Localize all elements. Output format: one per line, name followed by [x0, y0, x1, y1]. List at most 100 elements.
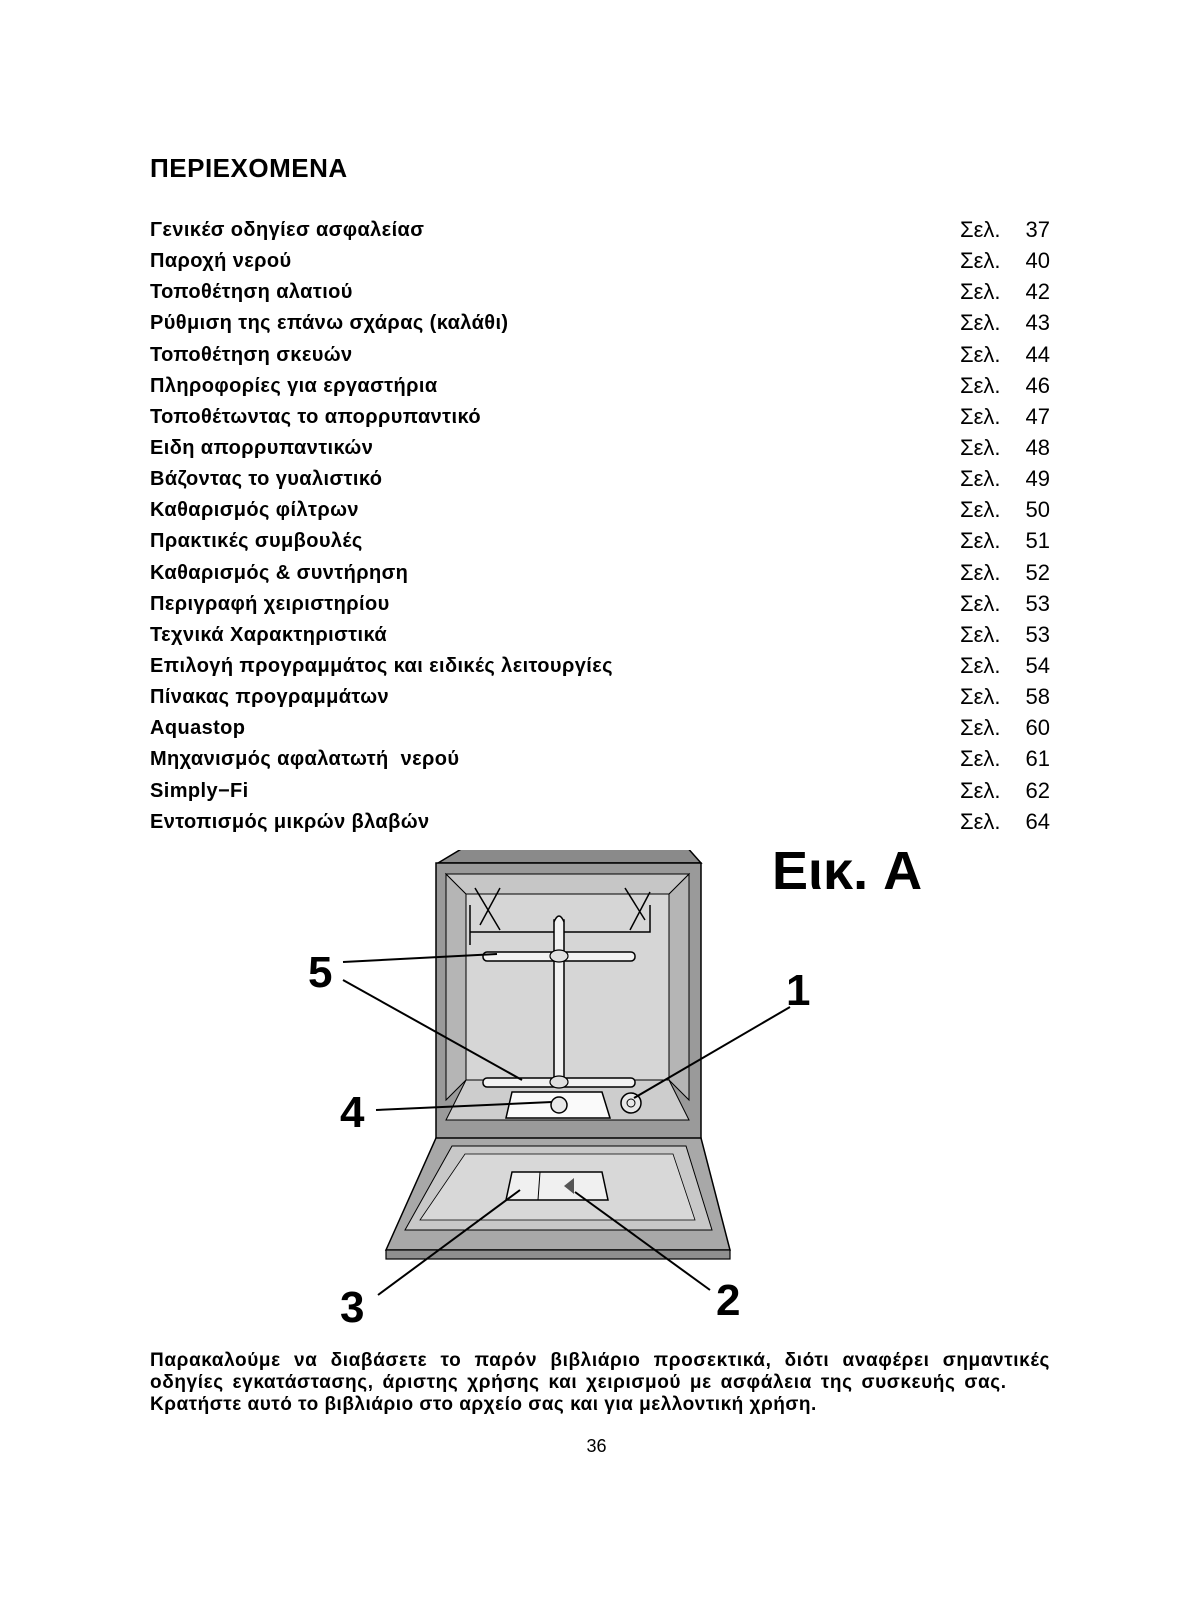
figure-label: Εικ. A: [772, 841, 923, 901]
toc-entry-label: Περιγραφή χειριστηρίου: [150, 592, 390, 615]
toc-entry-page-prefix: Σελ.: [960, 248, 1001, 274]
callout-lines: [342, 953, 791, 1296]
toc-entry-page-number: 54: [1025, 652, 1050, 678]
dispenser-arrow-icon: [564, 1178, 574, 1194]
toc-entry-page-prefix: Σελ.: [960, 497, 1001, 523]
toc-entry-label: Τεχνικά Χαρακτηριστικά: [150, 623, 388, 646]
toc-entry-page-prefix: Σελ.: [960, 746, 1001, 772]
notice-paragraph: Κρατήστε αυτό το βιβλιάριο στο αρχείο σα…: [150, 1394, 817, 1415]
toc-entry: Πρακτικές συμβουλές Σελ. 51: [150, 528, 1050, 559]
toc-entry: Καθαρισμός φίλτρων Σελ. 50: [150, 497, 1050, 528]
upper-rack-rail: [469, 887, 651, 945]
toc-entry-page-number: 51: [1025, 528, 1050, 554]
toc-entry-page-prefix: Σελ.: [960, 777, 1001, 803]
salt-container-cap: [620, 1092, 642, 1114]
page-number: 36: [586, 1436, 607, 1456]
notice-text: Παρακαλούμε να διαβάσετε το παρόν βιβλιά…: [150, 1350, 1050, 1416]
toc-entry-page-prefix: Σελ.: [960, 652, 1001, 678]
toc-entry: Περιγραφή χειριστηρίου Σελ. 53: [150, 591, 1050, 622]
toc-entry: Simply−Fi Σελ. 62: [150, 778, 1050, 809]
cabinet-top: [435, 850, 703, 864]
toc-entry-page-prefix: Σελ.: [960, 559, 1001, 585]
toc-entry: Γενικέσ οδηγίεσ ασφαλείασ Σελ. 37: [150, 217, 1050, 248]
toc-entry-page-number: 60: [1025, 715, 1050, 741]
toc-entry-page-number: 40: [1025, 248, 1050, 274]
water-pipe: [553, 919, 565, 1081]
toc-entry-label: Πρακτικές συμβουλές: [150, 530, 363, 553]
toc-entry-page-number: 49: [1025, 466, 1050, 492]
toc-entry: Μηχανισμός αφαλατωτή νερού Σελ. 61: [150, 746, 1050, 777]
toc-entry: Ρύθμιση της επάνω σχάρας (καλάθι) Σελ. 43: [150, 310, 1050, 341]
toc-entry-page-number: 52: [1025, 559, 1050, 585]
toc-entry-page-number: 62: [1025, 777, 1050, 803]
callout-number: 3: [340, 1283, 365, 1332]
toc-entry: Ειδη απορρυπαντικών Σελ. 48: [150, 435, 1050, 466]
toc-entry-page-number: 61: [1025, 746, 1050, 772]
toc-entry-label: Ρύθμιση της επάνω σχάρας (καλάθι): [150, 312, 509, 335]
toc-entry-label: Simply−Fi: [150, 779, 249, 802]
toc-entry-page-number: 58: [1025, 684, 1050, 710]
lower-spray-arm-hub: [549, 1075, 569, 1089]
filter: [550, 1096, 568, 1114]
callout-number: 2: [716, 1276, 741, 1325]
toc-entry-page-prefix: Σελ.: [960, 217, 1001, 242]
toc-entry-page-prefix: Σελ.: [960, 372, 1001, 398]
cabinet-right-wall: [668, 872, 690, 1102]
toc-entry-page-number: 46: [1025, 372, 1050, 398]
dishwasher-illustration: [342, 850, 791, 1296]
notice-paragraph: Παρακαλούμε να διαβάσετε το παρόν βιβλιά…: [150, 1350, 1050, 1393]
toc-entry-label: Επιλογή προγραμμάτος και ειδικές λειτουρ…: [150, 654, 613, 677]
toc-entry-page-prefix: Σελ.: [960, 684, 1001, 710]
toc-entry-page-number: 53: [1025, 621, 1050, 647]
toc-entry-label: Πληροφορίες για εργαστήρια: [150, 374, 438, 397]
toc-entry-page-number: 48: [1025, 434, 1050, 460]
toc-entry-page-prefix: Σελ.: [960, 715, 1001, 741]
toc-entry: Τεχνικά Χαρακτηριστικά Σελ. 53: [150, 622, 1050, 653]
toc-entry-page-number: 64: [1025, 808, 1050, 834]
toc-entry-label: Βάζοντας το γυαλιστικό: [150, 468, 383, 491]
callout-number: 5: [308, 948, 333, 997]
toc-entry-label: Καθαρισμός φίλτρων: [150, 499, 359, 522]
toc-entry-page-number: 44: [1025, 341, 1050, 367]
door-front-edge: [385, 1249, 731, 1260]
upper-spray-arm-hub: [549, 949, 569, 963]
toc-entry-page-number: 50: [1025, 497, 1050, 523]
toc-entry-label: Aquastop: [150, 717, 246, 740]
toc-entry-page-number: 53: [1025, 590, 1050, 616]
toc-entry-label: Εντοπισμός μικρών βλαβών: [150, 810, 430, 833]
toc-entry-page-prefix: Σελ.: [960, 403, 1001, 429]
toc-entry: Βάζοντας το γυαλιστικό Σελ. 49: [150, 466, 1050, 497]
cabinet-back-wall: [465, 893, 670, 1081]
toc-entry-page-prefix: Σελ.: [960, 621, 1001, 647]
toc-entry-label: Γενικέσ οδηγίεσ ασφαλείασ: [150, 219, 425, 241]
toc-entry-label: Μηχανισμός αφαλατωτή νερού: [150, 748, 460, 771]
toc-entry-page-prefix: Σελ.: [960, 590, 1001, 616]
toc-entry-page-prefix: Σελ.: [960, 279, 1001, 305]
callout-number: 1: [786, 966, 811, 1015]
toc-entry-page-prefix: Σελ.: [960, 310, 1001, 336]
toc-entry-page-number: 43: [1025, 310, 1050, 336]
toc-entry-page-prefix: Σελ.: [960, 528, 1001, 554]
toc-entry-label: Τοποθέτηση αλατιού: [150, 281, 353, 304]
toc-entry-page-number: 37: [1025, 217, 1050, 242]
callout-number: 4: [340, 1088, 365, 1137]
toc-entry-page-number: 42: [1025, 279, 1050, 305]
toc-entry: Τοποθέτηση αλατιού Σελ. 42: [150, 279, 1050, 310]
toc-entry-page-prefix: Σελ.: [960, 434, 1001, 460]
contents-title: ΠΕΡΙΕΧΟΜΕΝΑ: [150, 153, 348, 183]
toc-entry: Aquastop Σελ. 60: [150, 715, 1050, 746]
toc-entry-label: Ειδη απορρυπαντικών: [150, 436, 374, 459]
toc-entry-page-prefix: Σελ.: [960, 341, 1001, 367]
water-pipe-top: [553, 915, 565, 923]
toc-entry-page-prefix: Σελ.: [960, 466, 1001, 492]
toc-entry-label: Τοποθέτωντας το απορρυπαντικό: [150, 405, 481, 428]
toc-entry-label: Καθαρισμός & συντήρηση: [150, 561, 409, 584]
toc-entry-label: Τοποθέτηση σκευών: [150, 343, 353, 366]
toc-entry: Καθαρισμός & συντήρηση Σελ. 52: [150, 560, 1050, 591]
detergent-dispenser: [505, 1171, 609, 1201]
